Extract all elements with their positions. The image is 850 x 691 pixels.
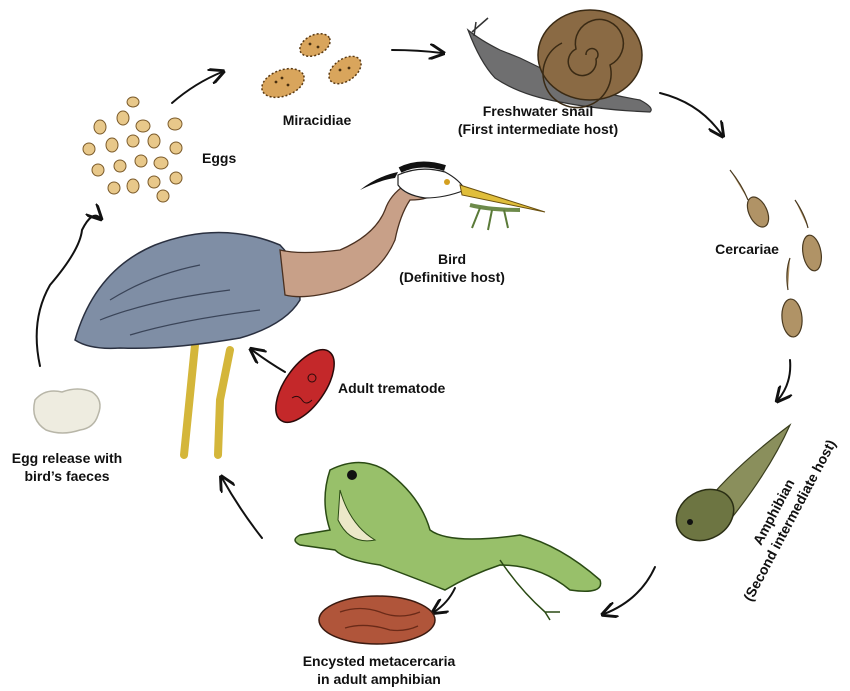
label-bird-line1: Bird [438,251,466,267]
label-cercariae: Cercariae [715,241,779,257]
tadpole-illustration [675,423,792,542]
cycle-arrows [35,50,791,614]
label-metacercaria-line2: in adult amphibian [317,671,441,687]
label-egg-release-line1: Egg release with [12,450,122,466]
adult-trematode-illustration [275,348,335,424]
faeces-illustration [33,388,101,434]
heron-illustration [74,161,546,459]
metacercaria-cyst-illustration [318,595,436,645]
arrow-frog-to-cyst [434,587,456,612]
arrow-snail-to-cercariae [659,92,722,135]
label-snail-line2: (First intermediate host) [458,121,618,137]
label-bird-line2: (Definitive host) [399,269,505,285]
arrow-cercariae-to-amphibian [778,359,790,400]
eggs-illustration [82,96,183,203]
arrow-amphibian-to-frog [604,566,656,614]
label-eggs: Eggs [202,150,236,166]
snail-illustration [466,9,652,113]
label-adult-trematode: Adult trematode [338,380,446,396]
cercariae-illustration [729,169,822,338]
miracidiae-illustration [261,32,362,99]
arrow-trematode-to-bird [252,350,286,373]
label-egg-release-line2: bird’s faeces [24,468,109,484]
arrow-miracidiae-to-snail [391,50,442,53]
arrow-eggs-to-miracidiae [171,72,222,104]
arrow-frog-to-bird [222,478,263,539]
label-metacercaria-line1: Encysted metacercaria [303,653,456,669]
arrow-faeces-to-eggs [35,216,100,367]
frog-illustration [294,461,602,621]
label-snail-line1: Freshwater snail [483,103,594,119]
label-miracidiae: Miracidiae [283,112,352,128]
